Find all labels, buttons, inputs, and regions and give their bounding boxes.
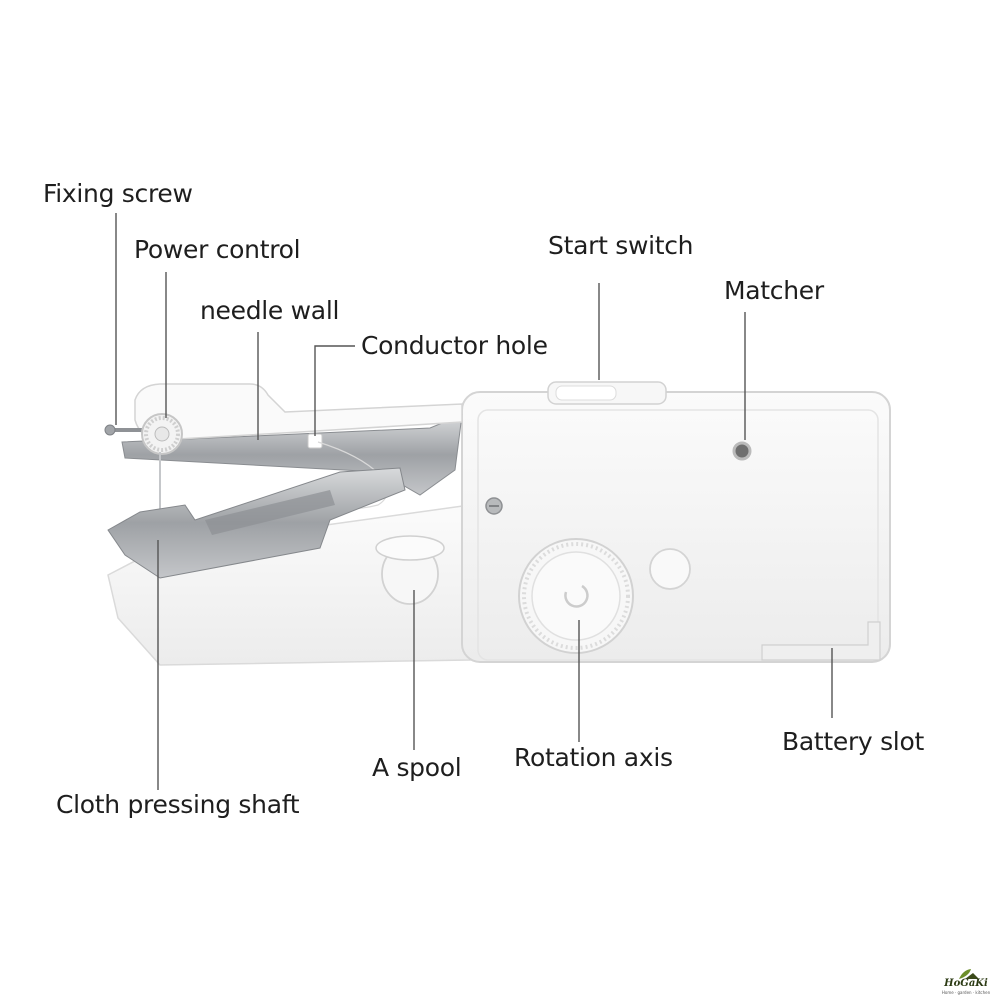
- brand-logo-tagline: Home · garden · kitchen: [941, 990, 991, 995]
- start-switch-knob: [555, 385, 617, 401]
- housing-inner-panel: [477, 409, 879, 661]
- power-control-ridges: [144, 416, 180, 452]
- label-fixing-screw: Fixing screw: [43, 179, 193, 208]
- presser-foot-slot: [205, 490, 335, 535]
- leader-lines: [115, 213, 833, 790]
- label-needle-wall: needle wall: [200, 296, 340, 325]
- label-conductor-hole: Conductor hole: [361, 331, 548, 360]
- label-rotation-axis: Rotation axis: [514, 743, 673, 772]
- conductor-hole-guide: [307, 433, 323, 449]
- label-start-switch: Start switch: [548, 231, 694, 260]
- label-power-control: Power control: [134, 235, 301, 264]
- brand-logo: HoGaKi Home · garden · kitchen: [935, 968, 997, 998]
- fixing-screw-head: [104, 424, 116, 436]
- brand-logo-name: HoGaKi: [944, 978, 988, 989]
- label-a-spool: A spool: [372, 753, 462, 782]
- leaf-icon: [959, 969, 979, 979]
- power-control-center: [154, 426, 170, 442]
- label-matcher: Matcher: [724, 276, 824, 305]
- rotation-wheel-inner: [531, 551, 621, 641]
- leader-conductor-hole: [314, 345, 355, 436]
- label-cloth-pressing-shaft: Cloth pressing shaft: [56, 790, 300, 819]
- needle-arm-metal: [121, 414, 463, 496]
- rotation-arrow-icon: [564, 584, 589, 608]
- label-battery-slot: Battery slot: [782, 727, 924, 756]
- matcher-hole: [732, 441, 752, 461]
- rotation-wheel-ridges: [522, 542, 630, 650]
- battery-slot-cover: [761, 621, 881, 661]
- round-button: [649, 548, 691, 590]
- spool-top: [375, 535, 445, 561]
